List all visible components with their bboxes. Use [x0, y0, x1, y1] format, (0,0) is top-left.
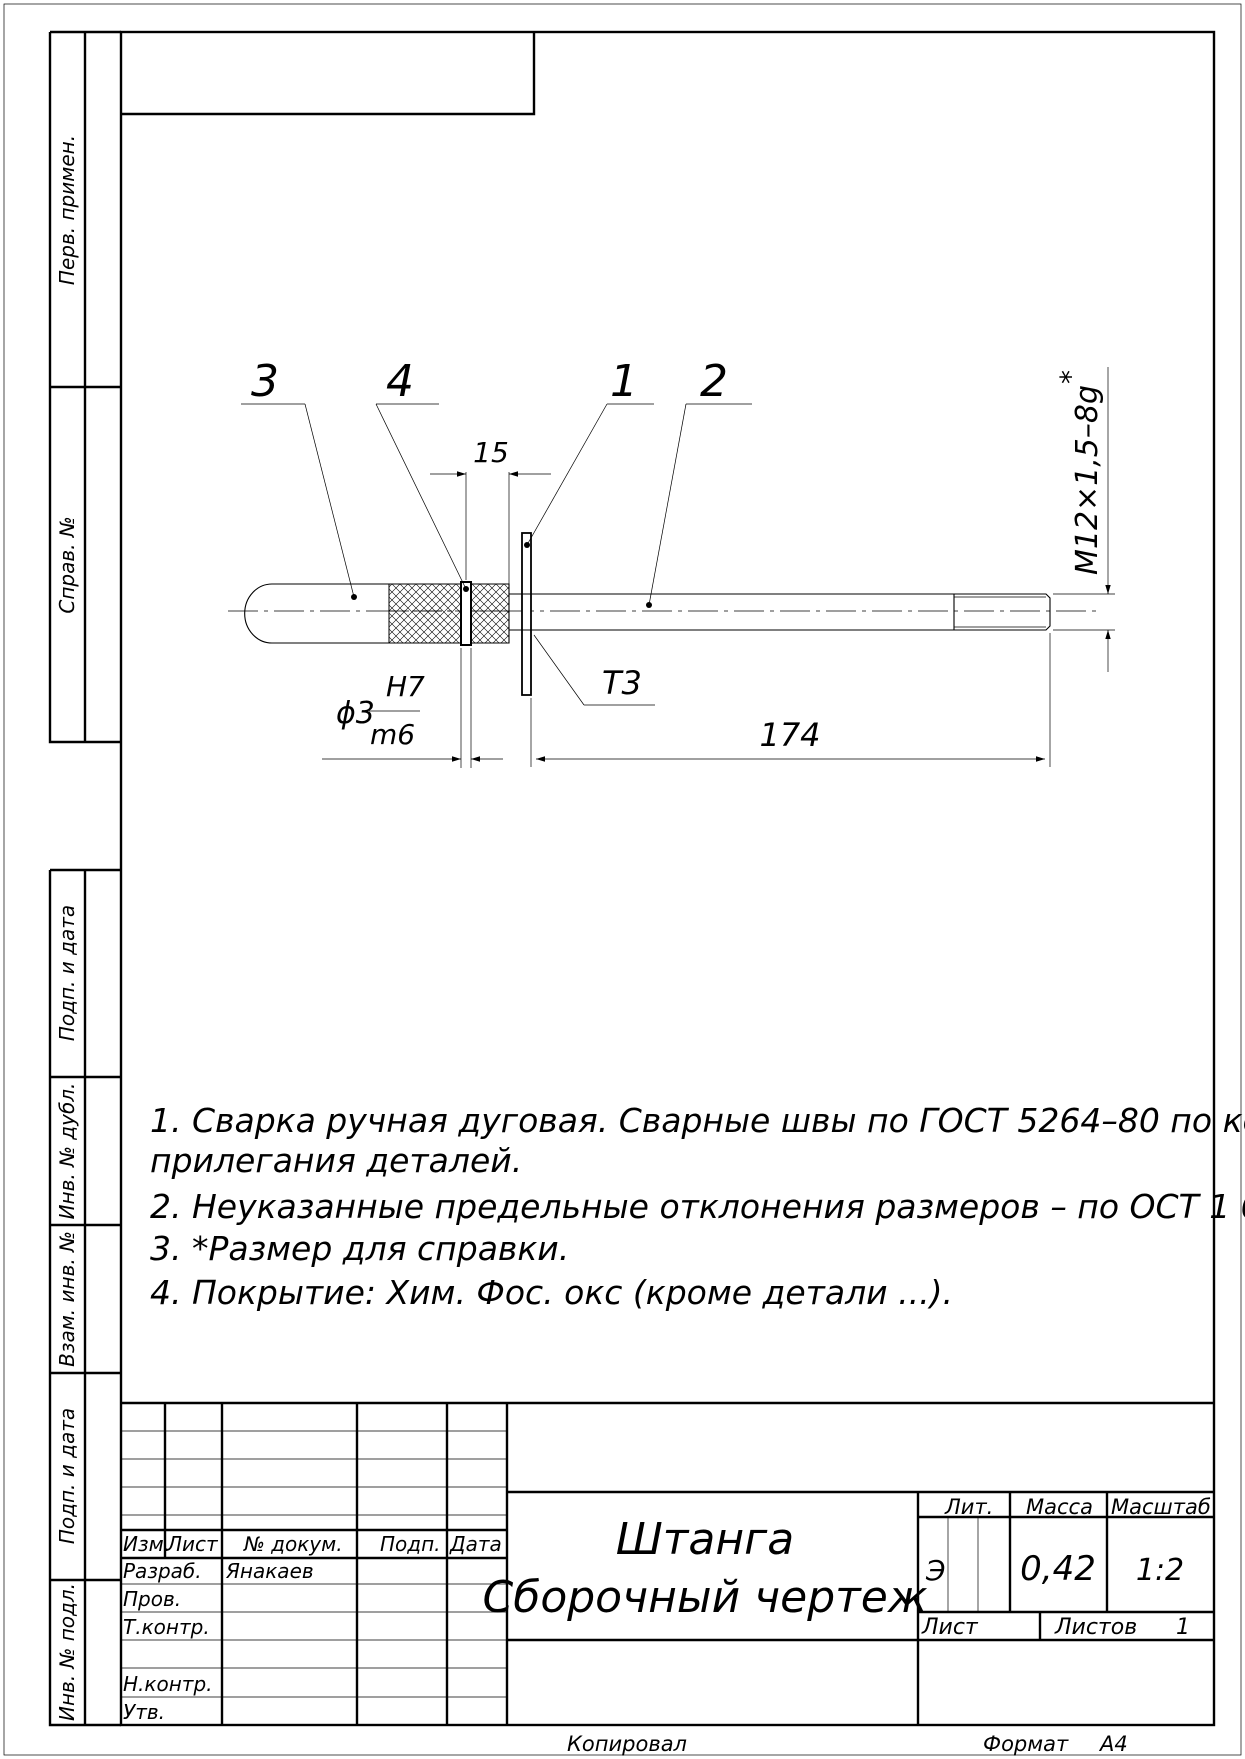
- fit-diameter: ϕ3: [336, 696, 375, 731]
- side-label-sprav-no: Справ. №: [55, 516, 79, 613]
- top-left-stamp-box: [121, 32, 536, 116]
- technical-notes: 1. Сварка ручная дуговая. Сварные швы по…: [150, 1101, 1245, 1312]
- sheets-value: 1: [1176, 1615, 1190, 1640]
- assembly-drawing: 3 4 1 2 15 174 ϕ3 H7 m6 T3 M12×1,5–8g: [228, 356, 1115, 768]
- pin-part-4: [460, 581, 472, 646]
- sheet-footer: Копировал Формат А4: [567, 1732, 1128, 1756]
- balloon-4: 4: [386, 356, 414, 407]
- format-value: А4: [1098, 1732, 1128, 1756]
- thread-reference-mark: *: [1054, 370, 1087, 384]
- fit-hole: H7: [386, 670, 425, 703]
- drawing-frame: [119, 30, 1216, 1727]
- handle-hatch-left: [388, 583, 462, 644]
- weld-mark: T3: [602, 664, 642, 702]
- side-label-inv-dubl: Инв. № дубл.: [55, 1083, 79, 1220]
- role-tkontr: Т.контр.: [123, 1615, 210, 1639]
- fit-shaft: m6: [370, 718, 415, 751]
- side-label-vzam-inv: Взам. инв. №: [55, 1231, 79, 1367]
- lit-value: Э: [925, 1554, 946, 1587]
- flange-part-1: [521, 532, 532, 696]
- side-stamp-lower: Подп. и дата Инв. № дубл. Взам. инв. № П…: [48, 868, 121, 1727]
- balloon-3: 3: [251, 356, 279, 407]
- balloon-2: 2: [700, 356, 728, 407]
- title-block: Изм. Лист № докум. Подп. Дата Разраб. Ян…: [121, 1401, 1214, 1725]
- lit-label: Лит.: [944, 1495, 993, 1519]
- note-line-1: 1. Сварка ручная дуговая. Сварные швы по…: [150, 1101, 1245, 1140]
- role-nkontr: Н.контр.: [123, 1672, 213, 1696]
- dim-15: 15: [473, 436, 509, 469]
- drawing-title: Штанга: [616, 1514, 795, 1565]
- drawing-subtitle: Сборочный чертеж: [482, 1572, 927, 1623]
- note-line-3: 2. Неуказанные предельные отклонения раз…: [150, 1187, 1245, 1226]
- scale-value: 1:2: [1136, 1553, 1184, 1588]
- mass-value: 0,42: [1020, 1549, 1096, 1589]
- rod-part-2: [509, 593, 1051, 631]
- role-prov: Пров.: [123, 1587, 181, 1611]
- handle-part-3: [244, 583, 510, 644]
- format-label: Формат: [983, 1732, 1069, 1756]
- side-stamp-upper: Перв. примен. Справ. №: [48, 30, 121, 744]
- side-label-perv-primen: Перв. примен.: [55, 135, 79, 285]
- header-doc-no: № докум.: [243, 1532, 343, 1556]
- header-izm: Изм.: [123, 1532, 170, 1556]
- role-utv: Утв.: [123, 1700, 165, 1724]
- balloon-1: 1: [610, 356, 638, 407]
- developer-name: Янакаев: [225, 1559, 314, 1583]
- thread-spec: M12×1,5–8g: [1070, 385, 1105, 575]
- side-label-podp-data-2: Подп. и дата: [55, 1408, 79, 1544]
- note-line-5: 4. Покрытие: Хим. Фос. окс (кроме детали…: [150, 1273, 953, 1312]
- note-line-2: прилегания деталей.: [150, 1141, 522, 1180]
- scale-label: Масштаб: [1111, 1495, 1211, 1519]
- header-list: Лист: [166, 1532, 219, 1556]
- side-label-inv-podl: Инв. № подл.: [55, 1583, 79, 1721]
- header-podp: Подп.: [380, 1532, 441, 1556]
- note-line-4: 3. *Размер для справки.: [150, 1229, 569, 1268]
- mass-label: Масса: [1026, 1495, 1093, 1519]
- sheet-label: Лист: [921, 1615, 979, 1640]
- sheet-edge: [3, 3, 1242, 1756]
- copied-label: Копировал: [567, 1732, 687, 1756]
- sheets-label: Листов: [1054, 1615, 1137, 1640]
- header-data: Дата: [449, 1532, 502, 1556]
- handle-hatch-right: [470, 583, 510, 644]
- dim-174: 174: [759, 716, 820, 754]
- role-razrab: Разраб.: [123, 1559, 202, 1583]
- side-label-podp-data-1: Подп. и дата: [55, 905, 79, 1041]
